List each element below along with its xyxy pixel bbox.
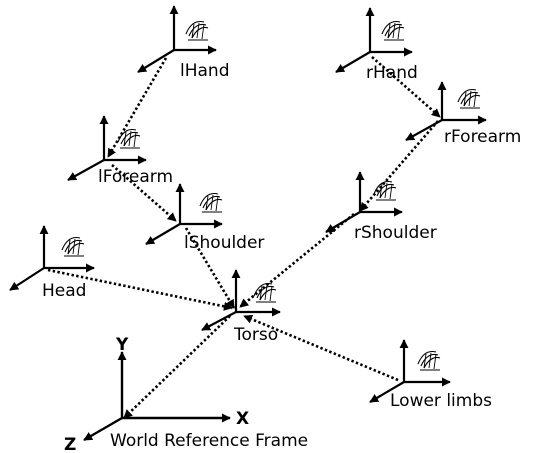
link-rshoulder-torso bbox=[239, 212, 355, 309]
frame-torso bbox=[201, 269, 281, 331]
label-axis-y: Y bbox=[115, 335, 129, 355]
link-lowerlimbs-torso bbox=[243, 314, 399, 382]
motion-sensor-icon bbox=[61, 236, 85, 257]
frame-rforearm bbox=[405, 81, 487, 141]
label-lhand: lHand bbox=[180, 61, 230, 81]
label-lforearm: lForearm bbox=[98, 167, 173, 187]
motion-sensor-icon bbox=[417, 350, 441, 371]
link-lhand-lforearm bbox=[106, 57, 168, 158]
motion-sensor-icon bbox=[199, 192, 223, 213]
world-z-axis bbox=[83, 416, 123, 442]
label-world-reference-frame: World Reference Frame bbox=[110, 431, 308, 451]
frame-lhand bbox=[137, 5, 217, 73]
link-torso-world bbox=[123, 315, 231, 419]
label-head: Head bbox=[42, 281, 86, 301]
frame-head bbox=[9, 225, 95, 291]
label-lower-limbs: Lower limbs bbox=[390, 391, 492, 411]
label-axis-z: Z bbox=[64, 435, 76, 453]
frame-rhand bbox=[335, 7, 413, 73]
label-rforearm: rForearm bbox=[444, 127, 521, 147]
link-rforearm-rshoulder bbox=[359, 120, 439, 212]
label-rshoulder: rShoulder bbox=[354, 223, 437, 243]
frame-rshoulder bbox=[325, 171, 403, 233]
world-frame bbox=[83, 351, 231, 442]
label-rhand: rHand bbox=[366, 63, 418, 83]
label-lshoulder: lShoulder bbox=[184, 233, 264, 253]
motion-sensor-icon bbox=[253, 282, 277, 303]
motion-sensor-icon bbox=[457, 88, 481, 109]
motion-sensor-icon bbox=[185, 20, 209, 41]
link-lshoulder-torso bbox=[184, 227, 236, 309]
label-torso: Torso bbox=[233, 325, 278, 345]
label-axis-x: X bbox=[236, 409, 249, 429]
motion-sensor-icon bbox=[381, 20, 405, 41]
link-rhand-rforearm bbox=[371, 56, 441, 118]
frame-lshoulder bbox=[145, 183, 223, 245]
frame-lforearm bbox=[67, 115, 147, 181]
frame-lower-limbs bbox=[369, 339, 451, 403]
